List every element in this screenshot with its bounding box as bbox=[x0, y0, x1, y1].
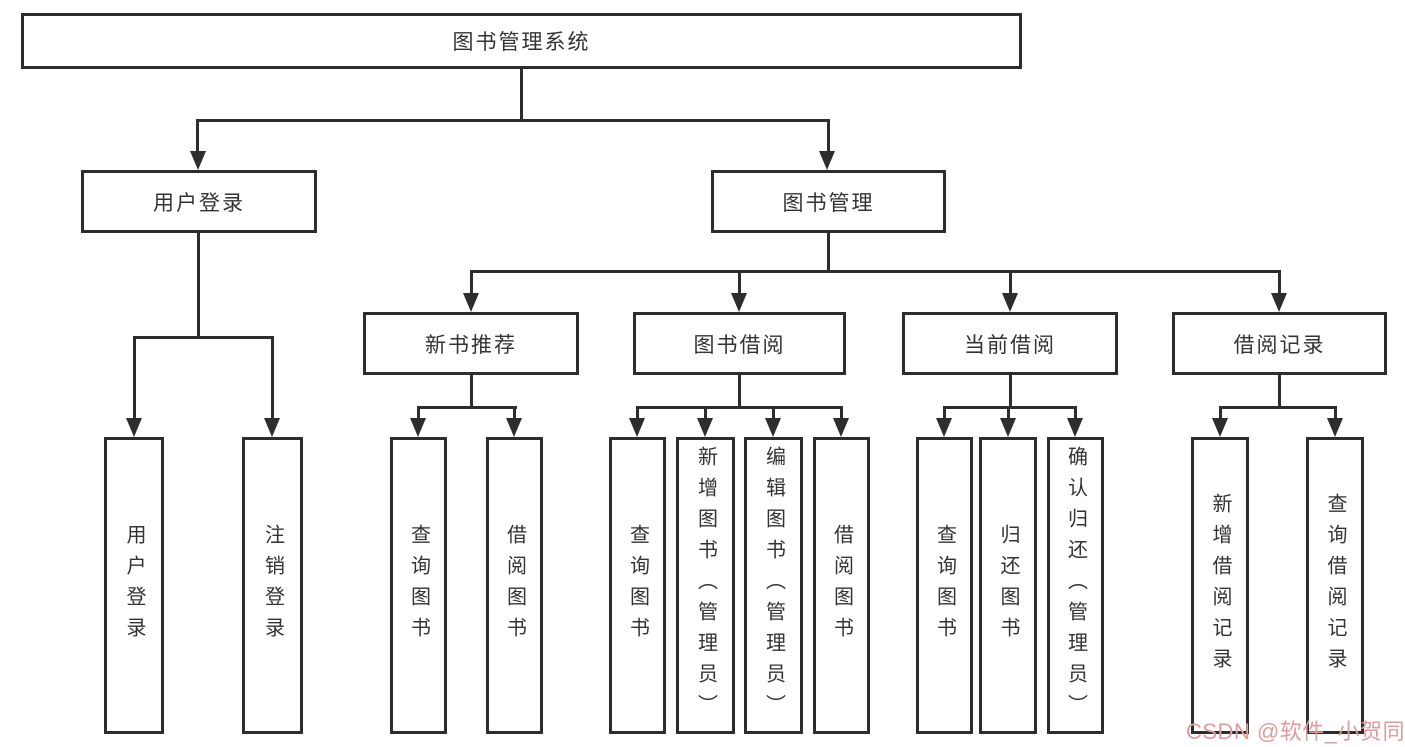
connector-line bbox=[470, 372, 473, 409]
connector-line bbox=[943, 406, 1077, 409]
connector-line bbox=[197, 230, 200, 338]
connector-line bbox=[513, 406, 516, 421]
leaf-borrow-borrow-books: 借阅图书 bbox=[813, 437, 870, 734]
connector-line bbox=[197, 119, 830, 122]
connector-line bbox=[1219, 406, 1337, 409]
connector-line bbox=[840, 406, 843, 421]
arrow-down-icon bbox=[765, 418, 781, 437]
arrow-down-icon bbox=[731, 293, 747, 312]
arrow-down-icon bbox=[463, 293, 479, 312]
csdn-watermark: CSDN @软件_小贺同学 bbox=[1186, 719, 1405, 744]
connector-line bbox=[827, 119, 830, 154]
leaf-edit-books-admin: 编辑图书（管理员） bbox=[744, 437, 803, 734]
arrow-down-icon bbox=[819, 151, 835, 170]
connector-line bbox=[1334, 406, 1337, 421]
node-current-borrow-label: 当前借阅 bbox=[964, 333, 1056, 357]
leaf-query-borrow-record: 查询借阅记录 bbox=[1306, 437, 1364, 734]
connector-line bbox=[133, 336, 274, 339]
node-user-login: 用户登录 bbox=[81, 170, 317, 233]
connector-line bbox=[704, 406, 707, 421]
leaf-logout: 注销登录 bbox=[242, 437, 303, 734]
arrow-down-icon bbox=[936, 418, 952, 437]
connector-line bbox=[417, 406, 420, 421]
node-new-book-recommend-label: 新书推荐 bbox=[425, 333, 517, 357]
arrow-down-icon bbox=[126, 418, 142, 437]
node-current-borrow: 当前借阅 bbox=[902, 312, 1118, 375]
leaf-return-books: 归还图书 bbox=[979, 437, 1037, 734]
leaf-borrow-query-books-label: 查询图书 bbox=[626, 523, 649, 648]
leaf-borrow-borrow-books-label: 借阅图书 bbox=[830, 523, 853, 648]
leaf-add-books-admin: 新增图书（管理员） bbox=[676, 437, 735, 734]
leaf-newbook-query-books-label: 查询图书 bbox=[407, 523, 430, 648]
connector-line bbox=[470, 270, 473, 296]
leaf-query-borrow-record-label: 查询借阅记录 bbox=[1324, 492, 1346, 679]
arrow-down-icon bbox=[1271, 293, 1287, 312]
connector-line bbox=[133, 336, 136, 421]
leaf-newbook-borrow-books: 借阅图书 bbox=[486, 437, 543, 734]
connector-line bbox=[1009, 372, 1012, 409]
arrow-down-icon bbox=[410, 418, 426, 437]
leaf-add-borrow-record-label: 新增借阅记录 bbox=[1209, 492, 1231, 679]
connector-line bbox=[636, 406, 639, 421]
connector-line bbox=[520, 66, 523, 121]
connector-line bbox=[738, 372, 741, 409]
connector-line bbox=[417, 406, 517, 409]
node-borrow-records: 借阅记录 bbox=[1172, 312, 1387, 375]
connector-line bbox=[1009, 270, 1012, 296]
connector-line bbox=[943, 406, 946, 421]
arrow-down-icon bbox=[1000, 418, 1016, 437]
connector-line bbox=[1219, 406, 1222, 421]
connector-line bbox=[636, 406, 843, 409]
arrow-down-icon bbox=[506, 418, 522, 437]
connector-line bbox=[470, 270, 1281, 273]
leaf-add-borrow-record: 新增借阅记录 bbox=[1191, 437, 1249, 734]
arrow-down-icon bbox=[264, 418, 280, 437]
connector-line bbox=[1278, 270, 1281, 296]
leaf-return-books-label: 归还图书 bbox=[997, 523, 1019, 648]
node-book-management-label: 图书管理 bbox=[782, 191, 875, 215]
connector-line bbox=[1007, 406, 1010, 421]
leaf-newbook-borrow-books-label: 借阅图书 bbox=[503, 523, 526, 648]
leaf-add-books-admin-label: 新增图书（管理员） bbox=[694, 446, 717, 725]
arrow-down-icon bbox=[190, 151, 206, 170]
leaf-confirm-return-admin: 确认归还（管理员） bbox=[1047, 437, 1104, 734]
connector-line bbox=[271, 336, 274, 421]
leaf-newbook-query-books: 查询图书 bbox=[390, 437, 447, 734]
leaf-borrow-query-books: 查询图书 bbox=[609, 437, 666, 734]
node-root: 图书管理系统 bbox=[21, 13, 1022, 69]
node-user-login-label: 用户登录 bbox=[153, 191, 245, 215]
arrow-down-icon bbox=[1002, 293, 1018, 312]
arrow-down-icon bbox=[833, 418, 849, 437]
leaf-edit-books-admin-label: 编辑图书（管理员） bbox=[762, 446, 785, 725]
connector-line bbox=[1278, 372, 1281, 409]
node-book-borrow-label: 图书借阅 bbox=[693, 333, 786, 357]
node-new-book-recommend: 新书推荐 bbox=[363, 312, 579, 375]
connector-line bbox=[196, 119, 199, 154]
arrow-down-icon bbox=[629, 418, 645, 437]
arrow-down-icon bbox=[1067, 418, 1083, 437]
arrow-down-icon bbox=[1327, 418, 1343, 437]
leaf-current-query-books: 查询图书 bbox=[916, 437, 973, 734]
connector-line bbox=[772, 406, 775, 421]
leaf-current-query-books-label: 查询图书 bbox=[933, 523, 956, 648]
leaf-user-login: 用户登录 bbox=[104, 437, 164, 734]
node-root-label: 图书管理系统 bbox=[452, 31, 591, 54]
connector-line bbox=[738, 270, 741, 296]
leaf-confirm-return-admin-label: 确认归还（管理员） bbox=[1064, 446, 1087, 725]
leaf-logout-label: 注销登录 bbox=[261, 523, 284, 648]
arrow-down-icon bbox=[1212, 418, 1228, 437]
node-book-borrow: 图书借阅 bbox=[633, 312, 846, 375]
arrow-down-icon bbox=[697, 418, 713, 437]
connector-line bbox=[1074, 406, 1077, 421]
node-book-management: 图书管理 bbox=[711, 170, 946, 233]
leaf-user-login-label: 用户登录 bbox=[123, 523, 145, 648]
connector-line bbox=[827, 230, 830, 273]
node-borrow-records-label: 借阅记录 bbox=[1233, 333, 1326, 357]
